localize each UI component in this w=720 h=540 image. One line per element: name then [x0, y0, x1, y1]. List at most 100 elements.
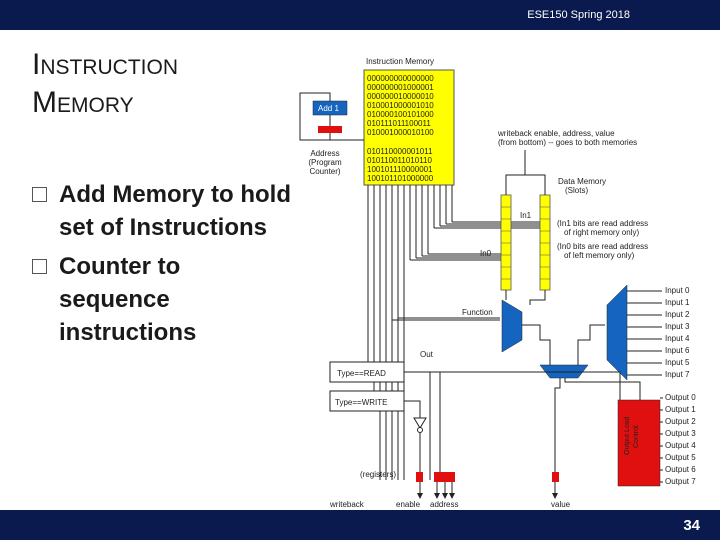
- svg-text:Output Load: Output Load: [624, 416, 631, 455]
- output-label: Output 3: [665, 429, 696, 438]
- memory-word: 000000001000001: [367, 83, 434, 92]
- in1-label: In1: [520, 211, 532, 220]
- slide-title: INSTRUCTION MEMORY: [32, 50, 178, 126]
- memory-words: 000000000000000 000000001000001 00000001…: [367, 74, 434, 183]
- bullet-box-icon: [32, 259, 47, 274]
- in1-note: (In1 bits are read address of right memo…: [557, 219, 648, 237]
- output-label: Output 0: [665, 393, 696, 402]
- function-label: Function: [462, 308, 493, 317]
- output-label: Output 5: [665, 453, 696, 462]
- memory-word: 010110011010110: [367, 156, 433, 165]
- arrow-stubs: [419, 482, 556, 497]
- data-memory-label: Data Memory (Slots): [558, 177, 606, 195]
- bullet-list: Add Memory to hold set of Instructions C…: [32, 178, 292, 355]
- svg-text:(Slots): (Slots): [565, 186, 588, 195]
- address-register: [448, 472, 455, 482]
- input-label: Input 1: [665, 298, 690, 307]
- value-label: value: [551, 500, 571, 509]
- output-load-label: Output Load Control: [624, 416, 640, 455]
- instruction-memory-label: Instruction Memory: [366, 57, 434, 66]
- output-labels: Output 0 Output 1 Output 2 Output 3 Outp…: [665, 393, 696, 486]
- input-label: Input 7: [665, 370, 690, 379]
- bullet-item: Counter to sequence instructions: [32, 250, 292, 349]
- out-label: Out: [420, 350, 434, 359]
- writeback-note: writeback enable, address, value (from b…: [497, 129, 637, 147]
- output-label: Output 2: [665, 417, 696, 426]
- registers-label: (registers): [360, 470, 396, 479]
- instruction-bus: [367, 185, 540, 480]
- type-write-label: Type==WRITE: [335, 398, 387, 407]
- address-register: [434, 472, 441, 482]
- writeback-label: writeback: [329, 500, 365, 509]
- arrow-down-icon: [552, 493, 558, 499]
- svg-text:(In0 bits are read address: (In0 bits are read address: [557, 242, 648, 251]
- arrowheads: [417, 493, 558, 499]
- svg-text:Address: Address: [310, 149, 339, 158]
- enable-label: enable: [396, 500, 421, 509]
- svg-text:Control: Control: [633, 425, 640, 448]
- data-memory-right: [539, 194, 551, 291]
- memory-slot-lines: [501, 206, 550, 280]
- output-label: Output 4: [665, 441, 696, 450]
- svg-text:(Program: (Program: [308, 158, 342, 167]
- memory-word: 010111011100011: [367, 119, 431, 128]
- svg-text:Data Memory: Data Memory: [558, 177, 606, 186]
- input-label: Input 2: [665, 310, 690, 319]
- course-label: ESE150 Spring 2018: [527, 9, 630, 21]
- input-label: Input 4: [665, 334, 690, 343]
- input-label: Input 3: [665, 322, 690, 331]
- bullet-box-icon: [32, 187, 47, 202]
- in0-note: (In0 bits are read address of left memor…: [557, 242, 648, 260]
- output-label: Output 1: [665, 405, 696, 414]
- datapath-wires: [505, 290, 641, 480]
- title-line-1: INSTRUCTION: [32, 48, 179, 81]
- output-label: Output 7: [665, 477, 696, 486]
- header-bar: ESE150 Spring 2018: [0, 0, 720, 30]
- svg-text:writeback enable, address, val: writeback enable, address, value: [497, 129, 615, 138]
- value-register: [552, 472, 559, 482]
- input-mux: [606, 284, 628, 381]
- address-bus-label: address: [430, 500, 458, 509]
- register-cells: [416, 472, 559, 482]
- output-load-control: [617, 399, 661, 487]
- function-mux: [501, 299, 523, 353]
- bullet-item: Add Memory to hold set of Instructions: [32, 178, 292, 244]
- page-number: 34: [683, 517, 700, 534]
- input-label: Input 0: [665, 286, 690, 295]
- memory-word: 010000100101000: [367, 110, 434, 119]
- memory-word: 010110000001011: [367, 147, 433, 156]
- wire: [299, 92, 364, 141]
- bottom-labels: writeback enable address value: [329, 500, 571, 509]
- type-read-label: Type==READ: [337, 369, 386, 378]
- memory-word: 100101101000000: [367, 174, 434, 183]
- input-wires: [627, 290, 662, 376]
- add-one-label: Add 1: [318, 104, 339, 113]
- buffer-triangle-icon: [413, 417, 427, 429]
- data-memory-left: [500, 194, 512, 291]
- write-wire: [404, 400, 421, 418]
- in0-label: In0: [480, 249, 492, 258]
- svg-text:(In1 bits are read address: (In1 bits are read address: [557, 219, 648, 228]
- svg-text:Counter): Counter): [309, 167, 340, 176]
- enable-register: [416, 472, 423, 482]
- memory-word: 010001000010100: [367, 128, 434, 137]
- arrow-down-icon: [434, 493, 440, 499]
- memory-word: 000000000000000: [367, 74, 434, 83]
- input-label: Input 6: [665, 346, 690, 355]
- output-wires: [660, 397, 663, 483]
- instruction-memory-block: [363, 69, 455, 186]
- arrow-down-icon: [449, 493, 455, 499]
- output-label: Output 6: [665, 465, 696, 474]
- program-counter-register: [318, 126, 342, 133]
- input-labels: Input 0 Input 1 Input 2 Input 3 Input 4 …: [665, 286, 690, 379]
- read-wire: [404, 371, 621, 400]
- title-line-2: MEMORY: [32, 86, 134, 119]
- address-label: Address (Program Counter): [308, 149, 342, 176]
- memory-word: 000000010000010: [367, 92, 434, 101]
- arrow-down-icon: [417, 493, 423, 499]
- address-register: [441, 472, 448, 482]
- footer-bar: 34: [0, 510, 720, 540]
- inverter-bubble-icon: [417, 427, 423, 433]
- arrow-down-icon: [442, 493, 448, 499]
